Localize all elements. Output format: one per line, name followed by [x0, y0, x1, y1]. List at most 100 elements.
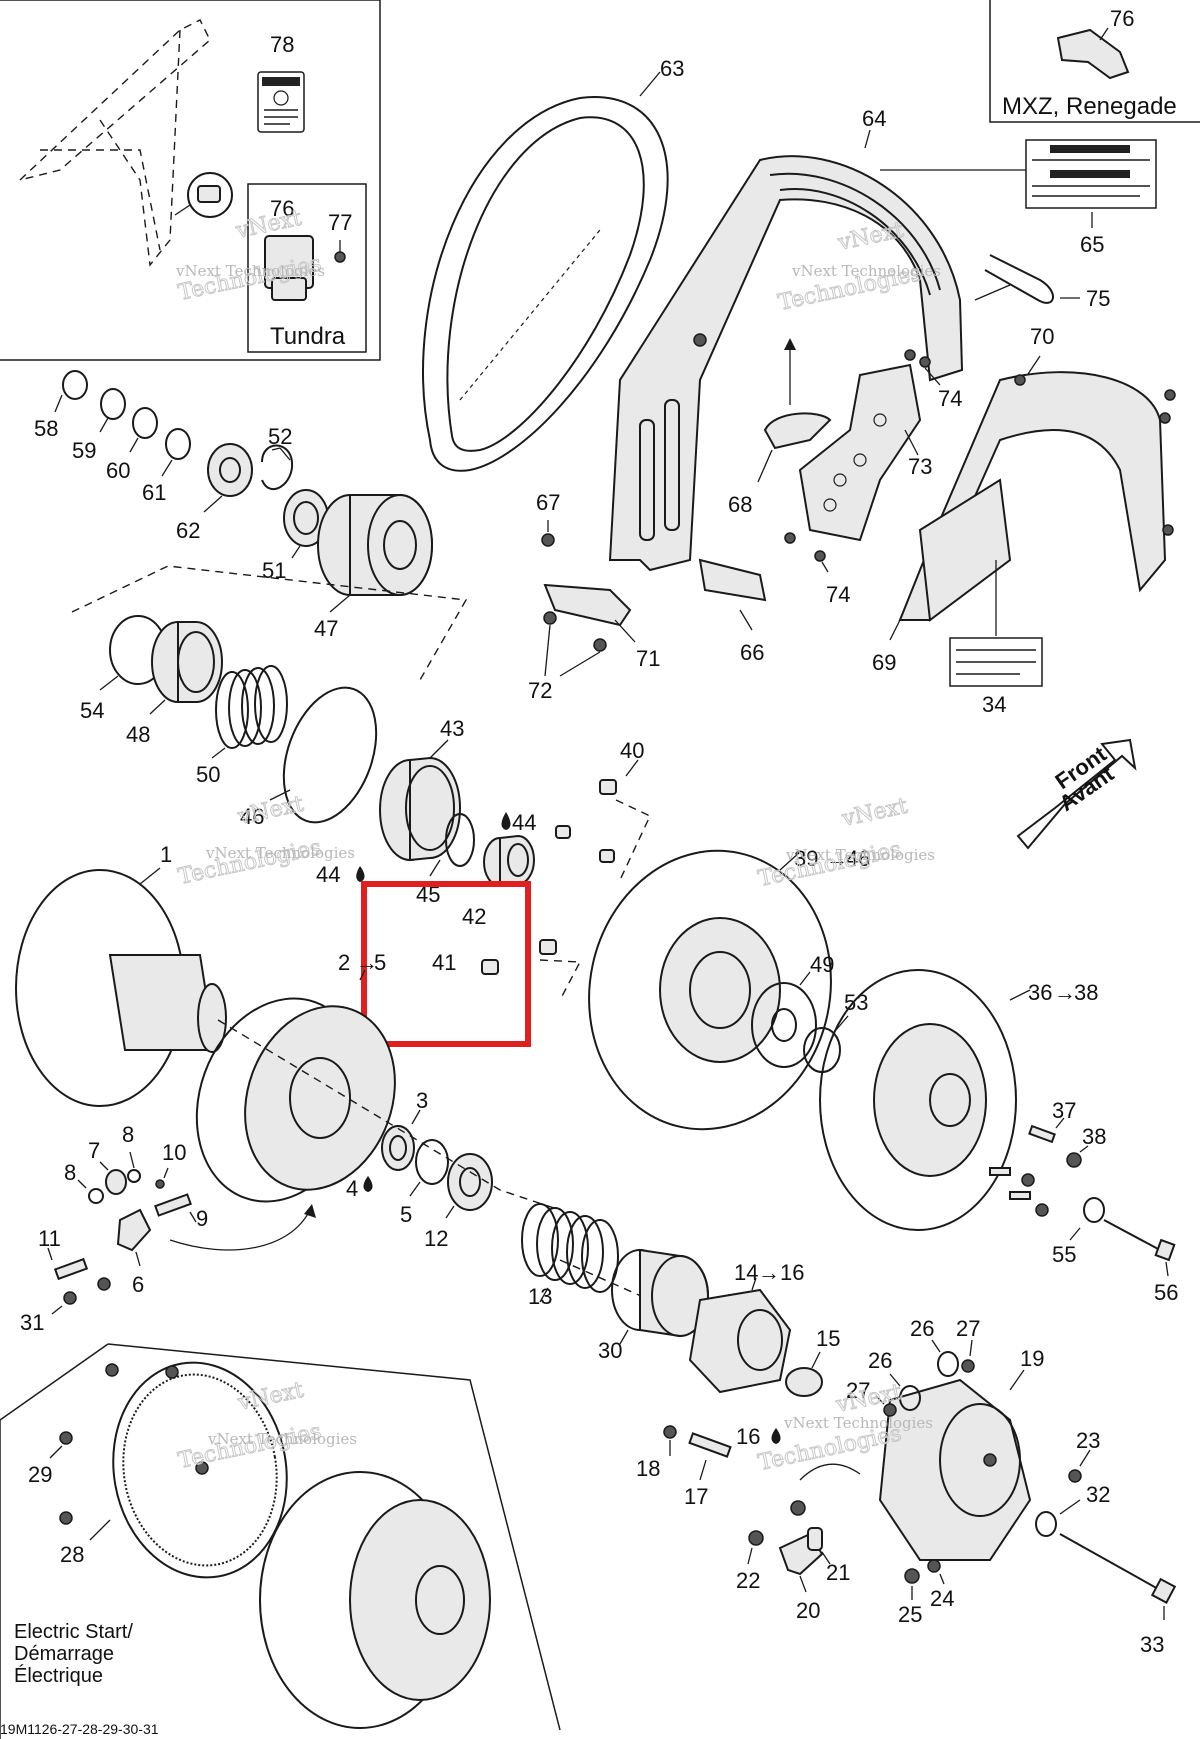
leader: [211, 747, 226, 759]
callout-42: 42: [462, 904, 486, 929]
clip-shape: [984, 254, 1054, 304]
housing-19: 19: [878, 1346, 1044, 1561]
mount-plate-73: 73 74 74: [784, 349, 962, 607]
spring-coil: [241, 667, 275, 745]
bushing-42: 44 42: [462, 810, 536, 929]
detail-circle: [187, 172, 233, 218]
nut: [1021, 1173, 1035, 1187]
callout-18: 18: [636, 1456, 660, 1481]
plate-hole: [823, 498, 837, 512]
callout-61: 61: [142, 480, 166, 505]
warning-header-fr: [1050, 170, 1130, 178]
bearing-12: 12: [424, 1153, 493, 1251]
bolt-56-head: [1154, 1238, 1176, 1262]
leader: [445, 1205, 455, 1219]
callout-41: 41: [432, 950, 456, 975]
callout-40: 40: [620, 738, 644, 763]
washer-60: [132, 407, 158, 439]
leader: [539, 1287, 549, 1303]
leader: [139, 867, 161, 885]
callout-27-top: 27: [956, 1316, 980, 1341]
watermark-small: vNext Technologies: [175, 262, 325, 280]
callout-62: 62: [176, 518, 200, 543]
leader: [821, 1551, 831, 1565]
drive-belt-63: 63: [422, 56, 684, 472]
spring-coil: [215, 671, 249, 749]
leader: [811, 1351, 821, 1369]
leader: [625, 759, 639, 777]
bushing-3: 3 4: [346, 1088, 428, 1201]
nut: [1035, 1203, 1049, 1217]
callout-69: 69: [872, 650, 896, 675]
callout-58: 58: [34, 416, 58, 441]
callout-7: 7: [88, 1138, 100, 1163]
leader: [747, 1547, 753, 1565]
callout-28: 28: [60, 1542, 84, 1567]
callout-27-bottom: 27: [846, 1378, 870, 1403]
fixed-sheave-disc: [819, 969, 1017, 1231]
leader: [99, 675, 119, 691]
callout-76-mxz: 76: [1110, 6, 1134, 31]
screw-31: [63, 1291, 77, 1305]
leader: [875, 1395, 885, 1405]
screw-74: [784, 532, 796, 544]
watermark-vnext: vNext: [839, 794, 910, 832]
leader: [779, 851, 801, 871]
callout-64: 64: [862, 106, 886, 131]
spring-coil: [581, 1219, 619, 1293]
callout-47: 47: [314, 616, 338, 641]
spider-body: [688, 1288, 792, 1394]
leader: [89, 1519, 111, 1541]
mxz-inset: 76 MXZ, Renegade: [989, 0, 1200, 123]
callout-30: 30: [598, 1338, 622, 1363]
cam-front: [367, 494, 433, 596]
belt-teeth: [459, 229, 601, 401]
pin-37: [1028, 1124, 1056, 1144]
spring-coil: [254, 665, 288, 743]
panel-body: [898, 371, 1167, 621]
sleeve-30-front: [651, 1255, 709, 1337]
screw-axis-dash: [615, 799, 651, 881]
leader: [291, 545, 301, 559]
grease-drop-icon: [501, 812, 511, 830]
callout-52: 52: [268, 424, 292, 449]
mxz-label: MXZ, Renegade: [1002, 93, 1177, 120]
leader: [904, 429, 919, 456]
pin-11: [53, 1257, 89, 1281]
leader: [189, 1211, 197, 1223]
callout-13: 13: [528, 1284, 552, 1309]
screw-29: [105, 1363, 119, 1377]
fixed-sheave-bore: [929, 1073, 971, 1127]
bearing-12-outer: [447, 1153, 493, 1211]
leader: [924, 367, 941, 386]
guard-slot: [664, 399, 680, 531]
callout-56: 56: [1154, 1280, 1178, 1305]
callout-71: 71: [636, 646, 660, 671]
spider-bore: [737, 1309, 783, 1371]
callout-24: 24: [930, 1586, 954, 1611]
shaft-spline: [197, 983, 227, 1053]
callout-4: 4: [346, 1176, 358, 1201]
housing-bolt: [983, 1453, 997, 1467]
callout-63: 63: [660, 56, 684, 81]
bushing-42-bore: [507, 843, 529, 877]
leader: [835, 1015, 849, 1031]
leader: [174, 204, 191, 216]
watermark-small: vNext Technologies: [785, 846, 935, 864]
retaining-clip-75: 75: [974, 254, 1110, 311]
curved-arrow: [799, 1463, 861, 1481]
leader: [161, 459, 173, 477]
leader: [1099, 27, 1109, 41]
leader: [1079, 1145, 1089, 1153]
guard-hardware: 67 66 71 72 68: [528, 412, 832, 703]
leader: [1165, 1261, 1169, 1277]
nut-27: [883, 1403, 897, 1417]
sheave-hub: [659, 917, 781, 1063]
watermarks: vNext Technologies vNext Technologies vN…: [175, 205, 941, 1476]
callout-5: 5: [400, 1202, 412, 1227]
callout-43: 43: [440, 716, 464, 741]
leader: [411, 1109, 421, 1125]
cam-bore: [383, 520, 417, 570]
